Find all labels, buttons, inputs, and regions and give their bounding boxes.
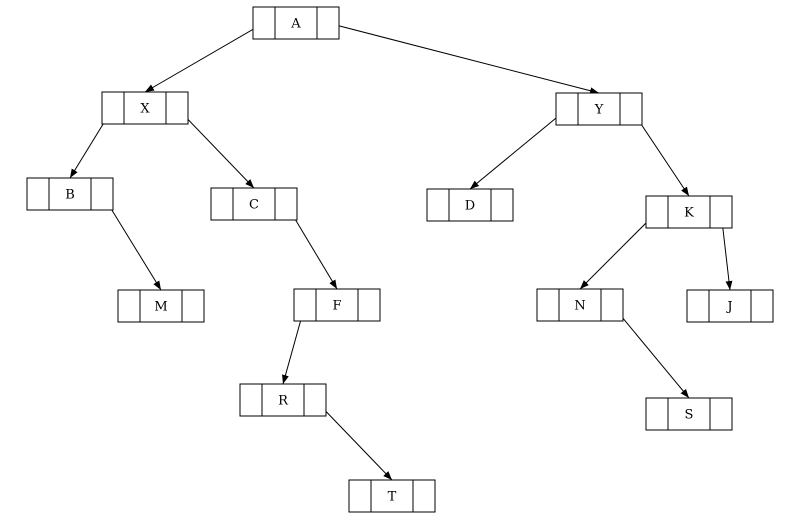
node-box [293, 288, 381, 322]
tree-node-f: F [293, 288, 381, 322]
node-label: D [465, 199, 475, 214]
node-box [26, 177, 114, 211]
node-label: Y [594, 103, 604, 118]
tree-node-d: D [426, 188, 514, 222]
node-label: J [725, 300, 732, 315]
tree-node-y: Y [555, 92, 643, 126]
node-label: T [388, 490, 397, 505]
node-label: R [278, 394, 289, 409]
edge-n-to-s [611, 304, 690, 399]
tree-node-m: M [117, 289, 205, 323]
node-box [239, 383, 327, 417]
node-box [536, 288, 624, 322]
tree-node-k: K [645, 195, 733, 229]
tree-node-x: X [101, 91, 189, 125]
node-label: K [684, 206, 694, 221]
node-box [645, 195, 733, 229]
node-box [645, 397, 733, 431]
node-box [101, 91, 189, 125]
tree-node-a: A [252, 6, 340, 40]
tree-node-t: T [348, 479, 436, 513]
tree-node-s: S [645, 397, 733, 431]
tree-node-c: C [210, 187, 298, 221]
tree-node-b: B [26, 177, 114, 211]
node-box [426, 188, 514, 222]
edge-x-to-c [176, 107, 255, 189]
edge-y-to-d [469, 108, 568, 190]
node-box [117, 289, 205, 323]
node-box [555, 92, 643, 126]
node-label: N [574, 299, 585, 314]
node-box [686, 289, 774, 323]
node-label: S [685, 408, 694, 423]
tree-node-j: J [686, 289, 774, 323]
node-label: A [290, 17, 301, 32]
edge-a-to-y [327, 22, 600, 95]
edge-k-to-n [579, 211, 658, 290]
node-label: B [65, 188, 75, 203]
node-box [348, 479, 436, 513]
nodes-layer: A X Y B C D K M F N J R S T [26, 6, 774, 513]
node-label: M [154, 300, 167, 315]
node-box [210, 187, 298, 221]
tree-node-r: R [239, 383, 327, 417]
tree-node-n: N [536, 288, 624, 322]
node-box [252, 6, 340, 40]
node-label: X [140, 102, 150, 117]
node-label: C [249, 198, 259, 213]
edge-r-to-t [314, 399, 393, 481]
edge-a-to-x [144, 22, 265, 93]
node-label: F [332, 299, 341, 314]
